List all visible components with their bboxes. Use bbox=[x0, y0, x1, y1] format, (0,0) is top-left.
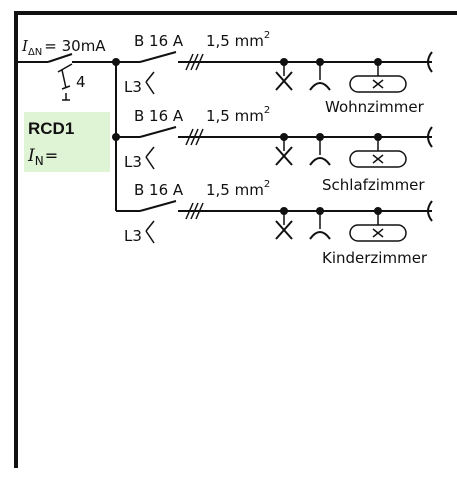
rcd-pole-count: 4 bbox=[76, 73, 86, 91]
room-label-2: Schlafzimmer bbox=[322, 176, 425, 194]
breaker-rating-3: B 16 A bbox=[134, 181, 184, 199]
circuit-kinderzimmer bbox=[116, 200, 433, 244]
rcd-name: RCD1 bbox=[28, 119, 74, 138]
breaker-rating-1: B 16 A bbox=[134, 32, 184, 50]
rcd-switch-symbol bbox=[16, 53, 116, 101]
phase-label-1: L3 bbox=[124, 78, 142, 96]
room-label-3: Kinderzimmer bbox=[322, 249, 428, 267]
breaker-rating-2: B 16 A bbox=[134, 107, 184, 125]
cable-size-2: 1,5 mm2 bbox=[206, 105, 270, 125]
rcd-rated-current: IΔN= 30mA bbox=[21, 37, 106, 58]
cable-size-3: 1,5 mm2 bbox=[206, 179, 270, 199]
cable-size-1: 1,5 mm2 bbox=[206, 30, 270, 50]
phase-label-2: L3 bbox=[124, 153, 142, 171]
room-label-1: Wohnzimmer bbox=[325, 98, 425, 116]
phase-label-3: L3 bbox=[124, 227, 142, 245]
rcd-nominal-current: IN= bbox=[27, 146, 58, 168]
circuit-schlafzimmer bbox=[116, 126, 433, 170]
rcd-highlight bbox=[24, 112, 110, 172]
circuit-wohnzimmer bbox=[116, 51, 433, 95]
